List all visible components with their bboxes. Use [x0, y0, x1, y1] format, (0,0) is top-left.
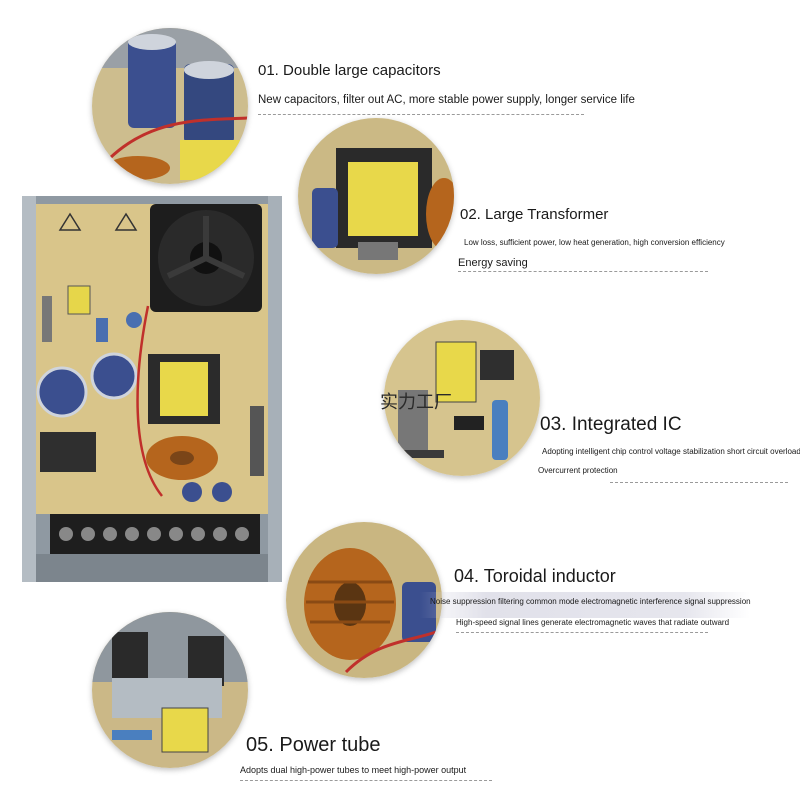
feature-3-title: 03. Integrated IC — [540, 414, 682, 435]
feature-4-title: 04. Toroidal inductor — [454, 566, 616, 586]
feature-4-divider — [456, 632, 708, 633]
power-tube-closeup-photo — [92, 612, 248, 768]
feature-3-divider — [610, 482, 788, 483]
feature-5-title: 05. Power tube — [246, 734, 381, 756]
feature-4-desc-line-1: Noise suppression filtering common mode … — [430, 597, 751, 606]
feature-5-desc-line-1: Adopts dual high-power tubes to meet hig… — [240, 765, 467, 775]
feature-2-title: 02. Large Transformer — [460, 206, 609, 223]
feature-5-divider — [240, 780, 492, 781]
feature-2-desc-line-1: Low loss, sufficient power, low heat gen… — [464, 238, 725, 247]
feature-1-divider — [258, 114, 584, 115]
feature-3-desc-line-1: Adopting intelligent chip control voltag… — [542, 447, 800, 456]
transformer-closeup-photo — [298, 118, 454, 274]
integrated-ic-closeup-photo — [384, 320, 540, 476]
toroidal-inductor-closeup-photo — [286, 522, 442, 678]
feature-3-desc-line-2: Overcurrent protection — [538, 466, 618, 475]
feature-1-title: 01. Double large capacitors — [258, 62, 441, 79]
feature-4-highlight-band — [420, 592, 750, 618]
feature-2-divider — [458, 271, 708, 272]
capacitors-closeup-photo — [92, 28, 248, 184]
feature-4-desc-line-2: High-speed signal lines generate electro… — [456, 618, 730, 627]
feature-2-desc-line-2: Energy saving — [458, 257, 528, 269]
watermark-text: 实力工厂 — [380, 392, 452, 413]
power-supply-board-photo — [22, 196, 282, 582]
feature-1-desc-line-1: New capacitors, filter out AC, more stab… — [258, 94, 635, 106]
